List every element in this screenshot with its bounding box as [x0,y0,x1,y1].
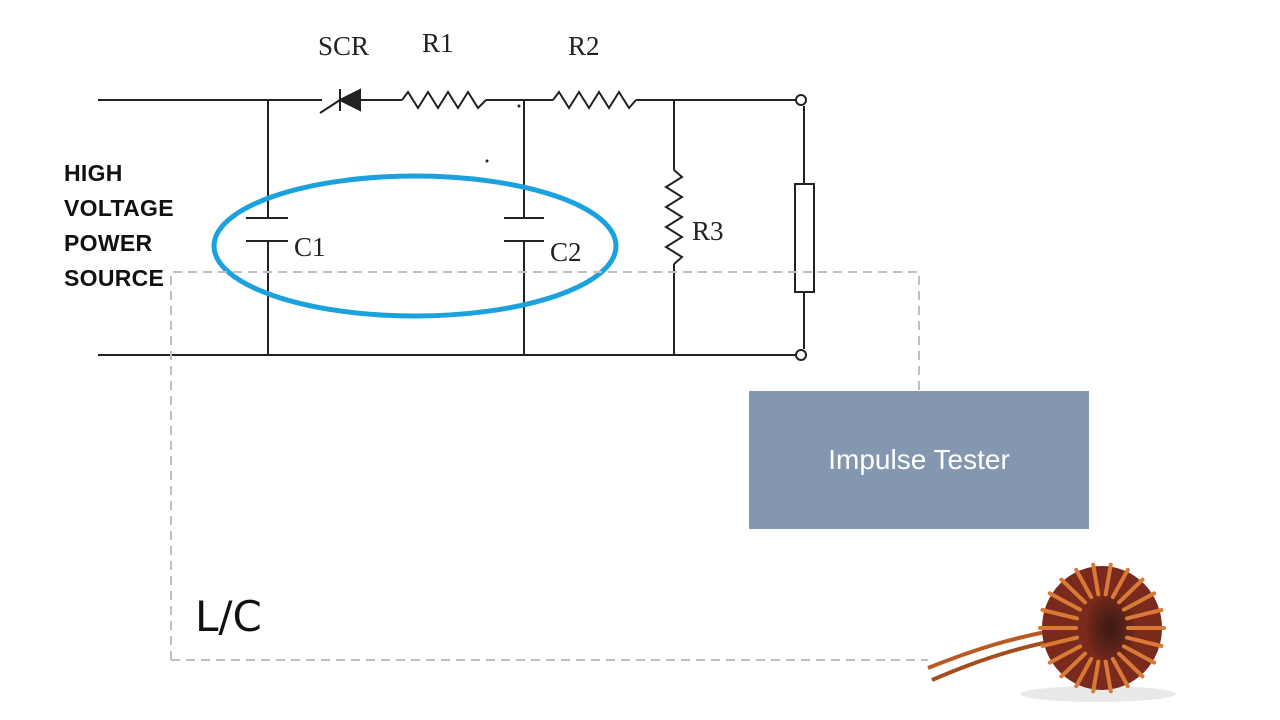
winding-turn [1047,644,1083,665]
power-source-label: HIGH VOLTAGE POWER SOURCE [64,156,174,296]
winding-turn [1040,635,1080,648]
c1-label: C1 [294,232,326,262]
winding-turn [1117,577,1145,605]
winding-turn [1103,562,1113,597]
toroidal-inductor-icon [927,562,1176,702]
output-terminal-top[interactable] [795,94,807,106]
source-line-1: HIGH [64,160,123,186]
impulse-tester-label: Impulse Tester [828,444,1010,475]
r3-label: R3 [692,216,724,246]
winding-turn [1117,651,1145,679]
winding-turn [1040,608,1080,621]
winding-turn [1124,635,1164,648]
source-line-2: VOLTAGE [64,195,174,221]
impulse-tester-box[interactable]: Impulse Tester [749,391,1089,529]
junction-dot [517,104,521,108]
scr-label: SCR [318,31,369,61]
lc-dashed-boundary [170,271,928,661]
winding-turn [1110,567,1130,600]
winding-turn [1121,644,1157,665]
winding-turn [1103,659,1113,694]
c2-label: C2 [550,237,582,267]
winding-turn [1074,567,1094,600]
winding-turn [1091,562,1101,597]
capacitor-highlight-ellipse [211,173,619,319]
c2-capacitor [504,100,544,355]
output-terminal-bottom[interactable] [795,349,807,361]
r3-resistor [664,100,684,355]
winding-turn [1124,608,1164,621]
winding-turn [1110,656,1130,689]
load-resistor [794,106,815,349]
winding-turn [1059,651,1087,679]
scr-symbol [319,88,361,114]
winding-turn [1074,656,1094,689]
winding-turn [1121,591,1157,612]
r2-label: R2 [568,31,600,61]
r1-label: R1 [422,28,454,58]
winding-turn [1047,591,1083,612]
c1-capacitor [246,100,288,355]
lc-label: L/C [195,592,262,641]
stray-dot [485,159,489,163]
r1-resistor [401,90,487,110]
winding-turn [1059,577,1087,605]
source-line-4: SOURCE [64,265,165,291]
source-line-3: POWER [64,230,153,256]
r2-resistor [552,90,637,110]
winding-turn [1091,659,1101,694]
